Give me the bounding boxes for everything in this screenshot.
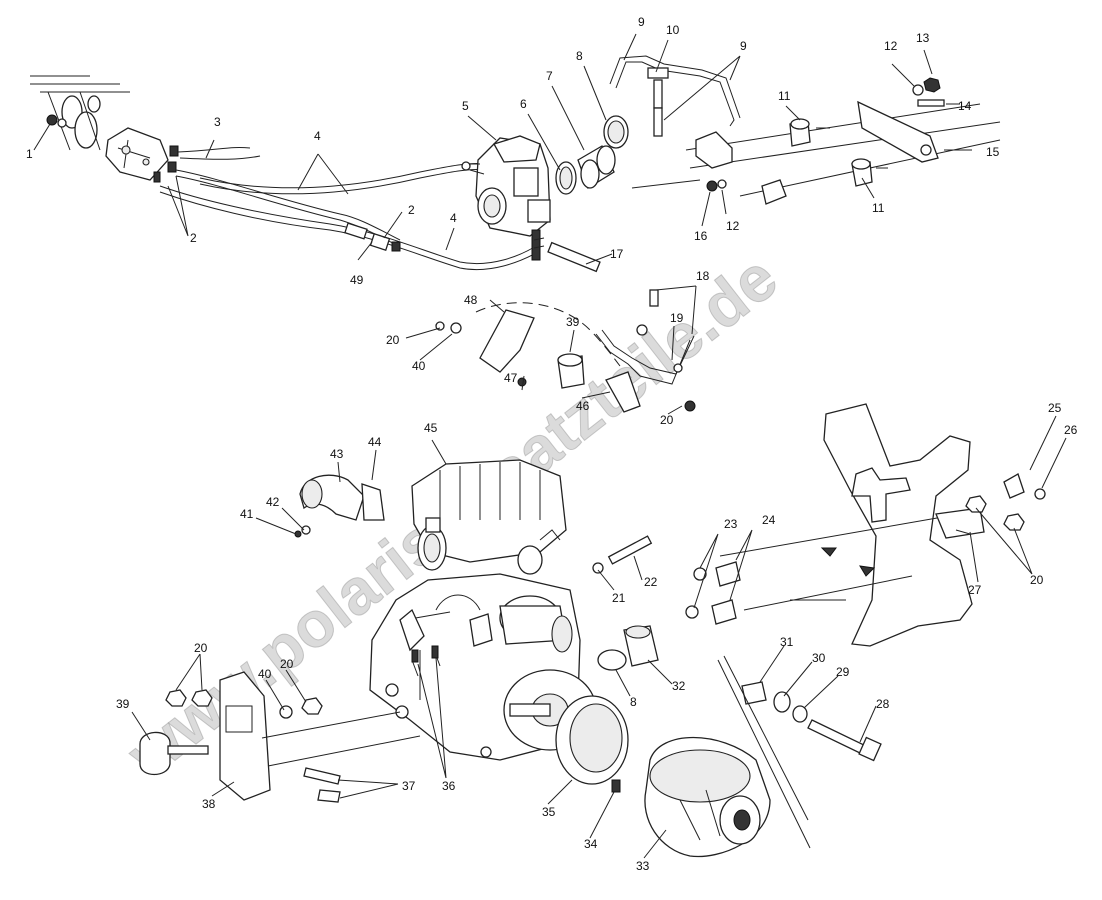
callout-12b: 12 (726, 219, 740, 233)
callout-20c: 20 (1030, 573, 1044, 587)
callout-1: 1 (26, 147, 33, 161)
callout-21: 21 (612, 591, 626, 605)
callout-8b: 8 (630, 695, 637, 709)
lower-left-mount-plate (139, 671, 421, 803)
callout-36: 36 (442, 779, 456, 793)
callout-41: 41 (240, 507, 254, 521)
callout-42: 42 (266, 495, 280, 509)
fuel-pump-assembly (30, 75, 179, 183)
leader-lines (33, 33, 1067, 859)
clutch-parts (555, 625, 882, 858)
callout-20a: 20 (386, 333, 400, 347)
callout-7: 7 (546, 69, 553, 83)
callout-39b: 39 (116, 697, 130, 711)
callout-8a: 8 (576, 49, 583, 63)
exhaust-manifold (294, 474, 385, 538)
callout-35: 35 (542, 805, 556, 819)
callout-37: 37 (402, 779, 416, 793)
callout-2b: 2 (408, 203, 415, 217)
callout-9b: 9 (740, 39, 747, 53)
callout-44: 44 (368, 435, 382, 449)
callout-14: 14 (958, 99, 972, 113)
vent-hoses (609, 55, 741, 137)
callout-20e: 20 (280, 657, 294, 671)
callout-4a: 4 (314, 129, 321, 143)
callout-11a: 11 (778, 89, 791, 103)
upper-right-mount-assembly (631, 77, 1001, 205)
callout-20b: 20 (660, 413, 674, 427)
callout-5: 5 (462, 99, 469, 113)
callout-32: 32 (672, 679, 686, 693)
callout-6: 6 (520, 97, 527, 111)
callout-34: 34 (584, 837, 598, 851)
callout-labels: 1 2 3 4 4 2 2 4 5 6 7 8 9 10 9 11 11 12 … (26, 15, 1078, 873)
callout-20d: 20 (194, 641, 208, 655)
callout-29: 29 (836, 665, 850, 679)
callout-40b: 40 (258, 667, 272, 681)
callout-19: 19 (670, 311, 684, 325)
callout-25: 25 (1048, 401, 1062, 415)
callout-48: 48 (464, 293, 478, 307)
callout-10: 10 (666, 23, 680, 37)
callout-11b: 11 (872, 201, 885, 215)
callout-47: 47 (504, 371, 518, 385)
callout-30: 30 (812, 651, 826, 665)
carburetor (461, 135, 551, 261)
callout-49: 49 (350, 273, 364, 287)
intake-boot-and-clamps (555, 115, 629, 195)
middle-bracket-assembly (435, 289, 696, 413)
callout-24: 24 (762, 513, 776, 527)
callout-12a: 12 (884, 39, 898, 53)
callout-9a: 9 (638, 15, 645, 29)
fuel-lines (159, 146, 539, 271)
callout-46: 46 (576, 399, 590, 413)
callout-43: 43 (330, 447, 344, 461)
callout-39a: 39 (566, 315, 580, 329)
right-frame-panel (592, 403, 1046, 647)
callout-3: 3 (214, 115, 221, 129)
callout-31: 31 (780, 635, 794, 649)
callout-40a: 40 (412, 359, 426, 373)
callout-13: 13 (916, 31, 930, 45)
pin-part-17 (547, 241, 601, 273)
callout-38: 38 (202, 797, 216, 811)
callout-17: 17 (610, 247, 624, 261)
callout-2a: 2 (190, 231, 197, 245)
callout-45: 45 (424, 421, 438, 435)
callout-26: 26 (1064, 423, 1078, 437)
callout-33: 33 (636, 859, 650, 873)
callout-16: 16 (694, 229, 708, 243)
callout-22: 22 (644, 575, 658, 589)
callout-15: 15 (986, 145, 1000, 159)
callout-28: 28 (876, 697, 890, 711)
callout-4b: 4 (450, 211, 457, 225)
callout-18: 18 (696, 269, 710, 283)
callout-27: 27 (968, 583, 982, 597)
engine-block (369, 459, 597, 761)
callout-23: 23 (724, 517, 738, 531)
